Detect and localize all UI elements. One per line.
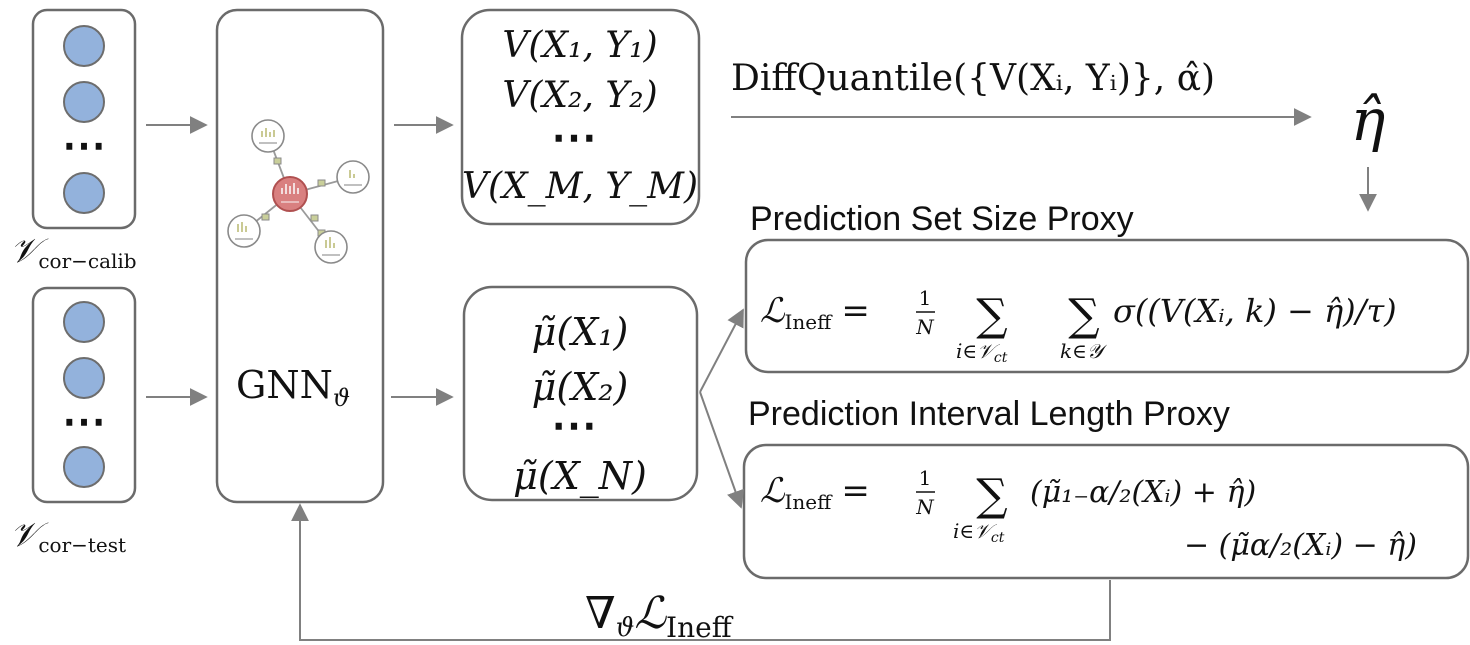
gnn-label: GNNϑ [236, 363, 350, 412]
svg-text:ℒIneff=: ℒIneff= [760, 471, 870, 514]
calib-node-3 [64, 173, 104, 213]
svg-text:N: N [915, 495, 935, 519]
score-line-3: V(X_M, Y_M) [462, 166, 698, 207]
calib-ellipsis: ⋯ [62, 120, 106, 171]
gnn-block: GNNϑ [217, 10, 383, 502]
eta-hat: η̂ [1351, 86, 1386, 154]
diffquantile-label: DiffQuantile({V(Xᵢ, Yᵢ)}, α̂) [731, 58, 1215, 99]
gradient-label: ∇ϑℒIneff [585, 588, 734, 644]
svg-text:σ((V(Xᵢ, k) − η̂)/τ): σ((V(Xᵢ, k) − η̂)/τ) [1113, 292, 1397, 330]
set-size-formula: ℒIneff= 1 N ∑ i∈𝒱ct ∑ k∈𝒴 σ((V(Xᵢ, k) − … [760, 286, 1397, 366]
test-ellipsis: ⋯ [62, 396, 106, 447]
svg-text:− (μ̃α/₂(Xᵢ) − η̂): − (μ̃α/₂(Xᵢ) − η̂) [1184, 528, 1417, 563]
test-node-1 [64, 302, 104, 342]
preds-box-group: μ̃(X₁) μ̃(X₂) ⋯ μ̃(X_N) [464, 287, 697, 500]
interval-title: Prediction Interval Length Proxy [748, 395, 1230, 433]
svg-text:1: 1 [919, 466, 932, 490]
svg-text:k∈𝒴: k∈𝒴 [1060, 339, 1108, 363]
pred-line-3: μ̃(X_N) [513, 454, 647, 499]
svg-text:(μ̃₁₋α/₂(Xᵢ) + η̂): (μ̃₁₋α/₂(Xᵢ) + η̂) [1030, 475, 1256, 510]
svg-text:i∈𝒱ct: i∈𝒱ct [956, 339, 1008, 366]
pred-line-1: μ̃(X₁) [532, 310, 629, 354]
pred-ellipsis: ⋯ [551, 398, 597, 452]
svg-text:∑: ∑ [976, 290, 1007, 341]
scores-box-group: V(X₁, Y₁) V(X₂, Y₂) ⋯ V(X_M, Y_M) [462, 10, 699, 224]
calib-set-label: 𝒱cor−calib [10, 231, 137, 273]
test-node-group: ⋯ [33, 288, 135, 502]
graph-network-icon [228, 120, 369, 263]
score-ellipsis: ⋯ [551, 110, 597, 164]
calib-node-1 [64, 26, 104, 66]
svg-text:∑: ∑ [976, 470, 1007, 521]
svg-text:i∈𝒱ct: i∈𝒱ct [953, 519, 1005, 546]
gnn-box [217, 10, 383, 502]
test-node-3 [64, 447, 104, 487]
test-set-label: 𝒱cor−test [10, 515, 126, 557]
svg-text:∑: ∑ [1068, 290, 1099, 341]
arrow-preds-to-setsize [700, 310, 743, 392]
interval-formula: ℒIneff= 1 N ∑ i∈𝒱ct (μ̃₁₋α/₂(Xᵢ) + η̂) −… [760, 466, 1417, 563]
calib-node-group: ⋯ [33, 10, 135, 228]
svg-text:N: N [915, 315, 935, 339]
svg-text:ℒIneff=: ℒIneff= [760, 291, 870, 334]
test-node-2 [64, 358, 104, 398]
calib-node-2 [64, 82, 104, 122]
score-line-1: V(X₁, Y₁) [502, 25, 657, 66]
set-size-title: Prediction Set Size Proxy [750, 200, 1134, 238]
svg-text:1: 1 [919, 286, 932, 310]
arrow-preds-to-interval [700, 392, 741, 507]
